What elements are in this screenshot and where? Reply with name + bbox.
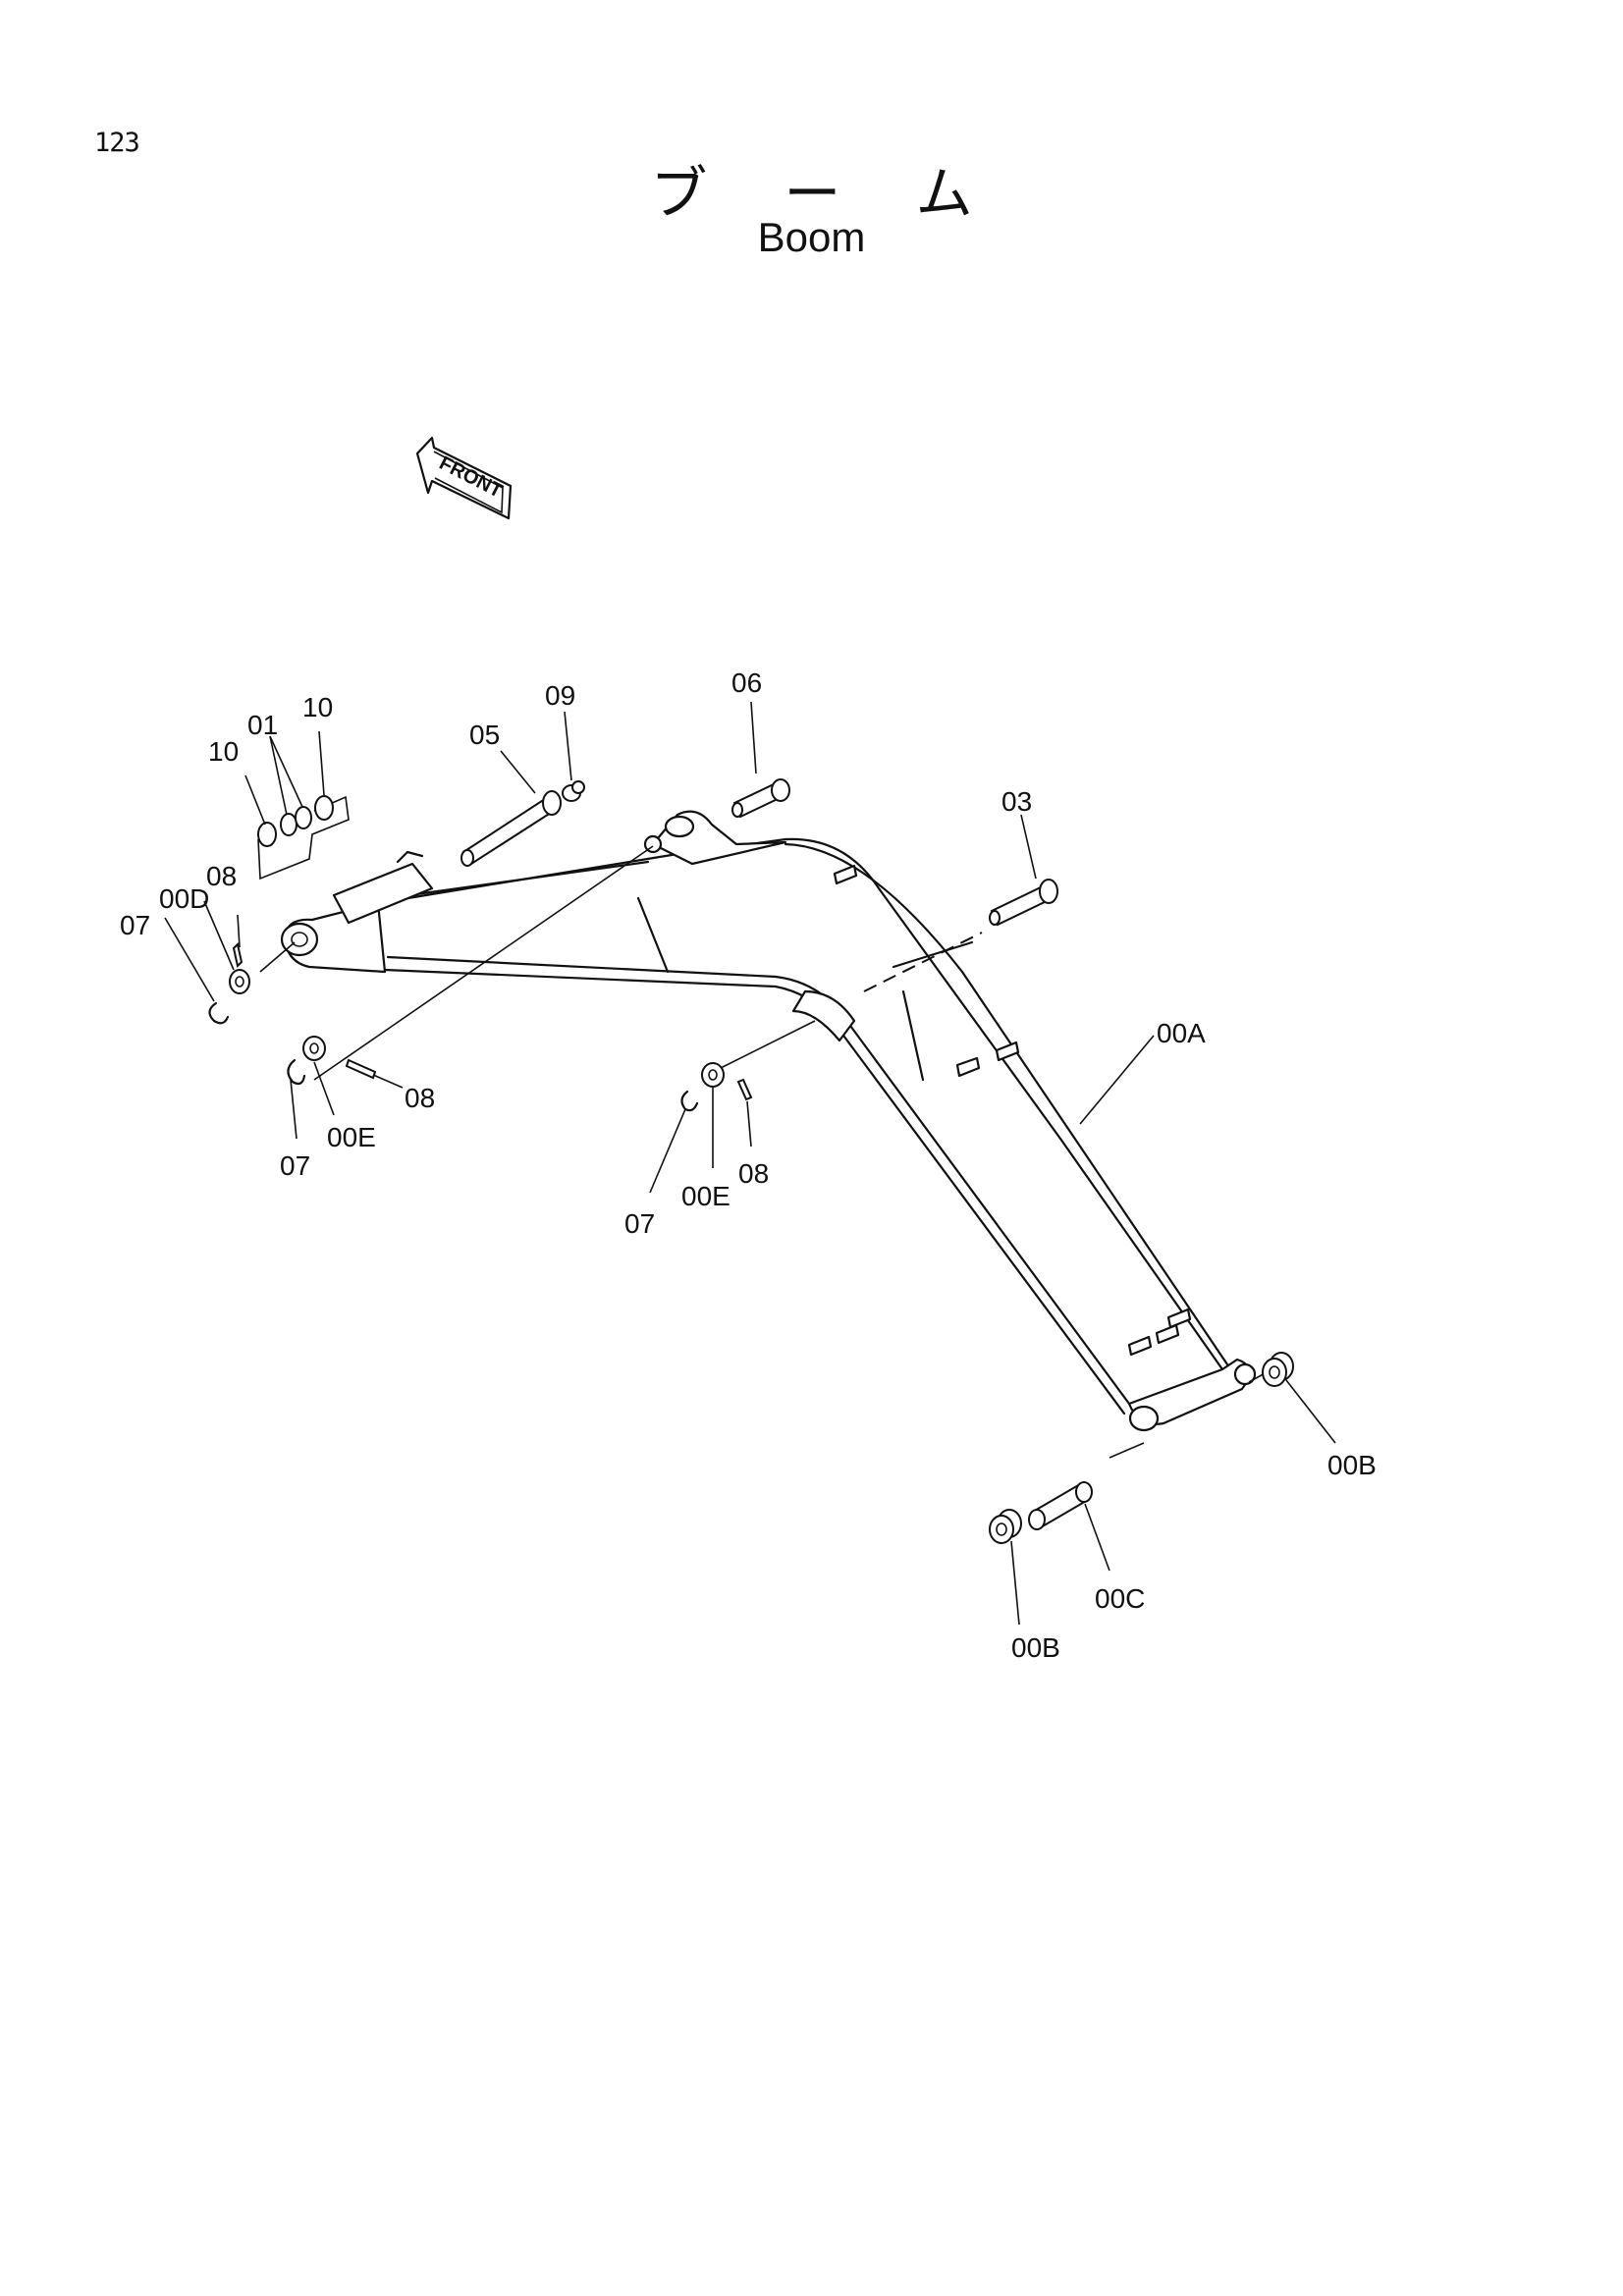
shim-washer-set <box>257 795 350 881</box>
pin-06 <box>731 778 790 819</box>
callout-10-left: 10 <box>208 736 239 767</box>
page-title-english: Boom <box>757 214 866 260</box>
elbow-bushing-group <box>680 1062 753 1112</box>
page-title-japanese: ブーム <box>650 160 1050 227</box>
pin-centerline-03 <box>863 932 983 992</box>
callout-01: 01 <box>247 710 278 740</box>
pin-05 <box>460 790 562 867</box>
callout-00D: 00D <box>159 883 209 914</box>
foot-retainer-parts <box>208 942 250 1025</box>
boom-body <box>280 810 1257 1432</box>
callout-10-right: 10 <box>302 692 333 722</box>
pin-centerline-tip <box>1109 1442 1145 1459</box>
callout-07-right: 07 <box>624 1208 655 1239</box>
callout-07-middle: 07 <box>280 1150 310 1181</box>
lower-bushing-group-left <box>287 1036 377 1086</box>
grease-nipple-09 <box>562 780 585 802</box>
callout-08-right: 08 <box>738 1158 769 1189</box>
front-arrow-icon: FRONT <box>415 436 513 520</box>
pin-centerline-elbow <box>716 1020 816 1071</box>
callout-00A: 00A <box>1157 1018 1206 1048</box>
pin-03 <box>989 879 1058 927</box>
pin-centerline-05-assembly <box>313 845 654 1081</box>
bushing-00B-left <box>989 1509 1022 1544</box>
callout-00E-left: 00E <box>327 1122 376 1152</box>
callout-05: 05 <box>469 720 500 750</box>
leader-lines <box>164 701 1336 1626</box>
pin-centerline-foot <box>259 941 296 973</box>
bushing-00B-right <box>1262 1352 1294 1387</box>
callout-00B-right: 00B <box>1327 1450 1377 1480</box>
page-number: 123 <box>94 128 140 158</box>
callout-08-top: 08 <box>206 861 237 891</box>
callout-07-left: 07 <box>120 910 150 940</box>
callout-03: 03 <box>1001 786 1032 817</box>
callout-00E-right: 00E <box>681 1181 730 1211</box>
callout-00B-left: 00B <box>1011 1632 1060 1663</box>
pin-00C <box>1028 1481 1093 1530</box>
callout-06: 06 <box>731 667 762 698</box>
callout-09: 09 <box>545 680 575 711</box>
callout-08-middle: 08 <box>405 1083 435 1113</box>
callout-00C: 00C <box>1095 1583 1145 1614</box>
